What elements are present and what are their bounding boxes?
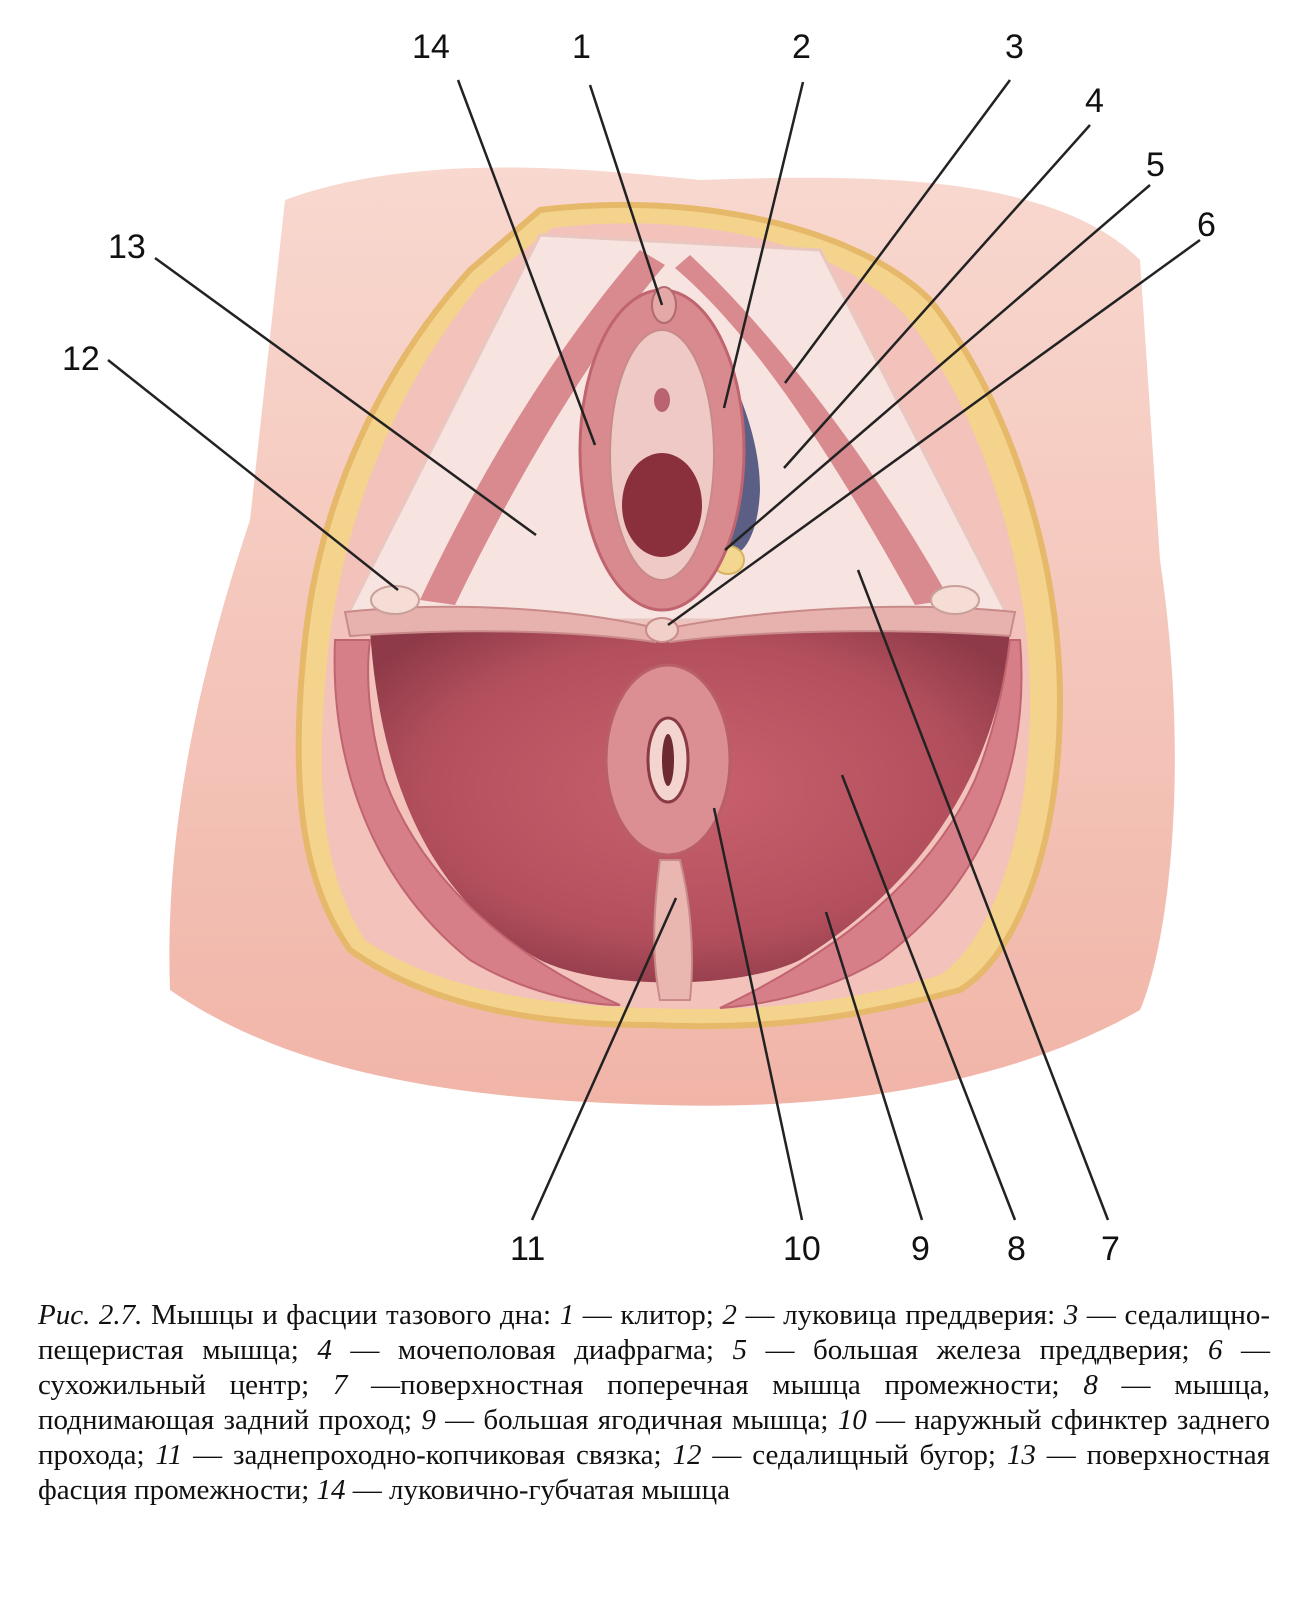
caption-text: седалищно-пещеристая мышца;: [38, 1299, 1271, 1366]
label-13: 13: [108, 228, 146, 266]
leader-5: [724, 184, 1151, 551]
label-1: 1: [572, 28, 591, 66]
caption-text: луковица преддверия:: [783, 1299, 1056, 1331]
label-2: 2: [792, 28, 811, 66]
leader-4: [783, 124, 1091, 469]
figure-caption: Рис. 2.7. Мышцы и фасции тазового дна: 1…: [38, 1299, 1271, 1506]
ischiocavernosus-right: [675, 255, 950, 605]
label-4: 4: [1085, 82, 1104, 120]
figure-svg: 1 2 3 4 5 6 7 8 9 10 11 12 13 14: [62, 28, 1216, 1268]
caption-num: 6: [1208, 1334, 1223, 1366]
anococcygeal-ligament: [653, 859, 693, 1001]
leader-2: [722, 81, 805, 409]
caption-num: 9: [421, 1404, 436, 1436]
leader-6: [667, 238, 1201, 627]
caption-text: седалищный бугор;: [752, 1439, 996, 1471]
leader-12: [107, 359, 399, 591]
leader-14: [456, 79, 597, 446]
caption-text: поверхностная поперечная мышца промежнос…: [400, 1369, 1060, 1401]
caption-num: 12: [672, 1439, 702, 1471]
caption-num: 5: [732, 1334, 748, 1366]
caption-text: клитор;: [620, 1299, 714, 1331]
caption-title: Мышцы и фасции тазового дна:: [151, 1299, 552, 1331]
leader-11: [530, 897, 678, 1221]
caption-text: наружный сфинктер заднего прохода;: [38, 1404, 1271, 1471]
transverse-perineal-left: [343, 605, 656, 644]
caption-text: большая железа преддверия;: [813, 1334, 1190, 1366]
caption-text: луковично-губчатая мышца: [389, 1474, 730, 1506]
caption-num: 8: [1083, 1369, 1098, 1401]
caption-num: 7: [332, 1369, 348, 1401]
caption-num: 14: [316, 1474, 346, 1506]
label-7: 7: [1101, 1230, 1120, 1268]
leader-7: [856, 569, 1110, 1221]
caption-num: 11: [155, 1439, 183, 1471]
label-10: 10: [783, 1230, 821, 1268]
anatomy-figure: 1 2 3 4 5 6 7 8 9 10 11 12 13 14: [62, 28, 1216, 1268]
caption-text: сухожильный центр;: [38, 1369, 310, 1401]
caption-fig-ref: Рис. 2.7.: [38, 1299, 143, 1331]
leader-1: [588, 84, 664, 306]
ischial-tuber-left: [370, 585, 420, 615]
label-8: 8: [1007, 1230, 1026, 1268]
label-3: 3: [1005, 28, 1024, 66]
leader-10: [712, 807, 804, 1221]
leader-13: [154, 256, 537, 537]
urethral-opening: [654, 388, 670, 412]
transverse-perineal-right: [669, 605, 1017, 644]
leader-9: [824, 911, 924, 1221]
caption-text: заднепроходно-копчиковая связка;: [233, 1439, 662, 1471]
leader-3: [783, 79, 1012, 384]
leader-lines: [107, 79, 1201, 1221]
caption-num: 10: [837, 1404, 867, 1436]
label-6: 6: [1197, 206, 1216, 244]
caption-text: мышца, поднимающая задний проход;: [38, 1369, 1271, 1436]
caption-num: 4: [317, 1334, 332, 1366]
caption-text: большая ягодичная мышца;: [483, 1404, 829, 1436]
label-11: 11: [510, 1230, 545, 1268]
leader-8: [840, 774, 1017, 1221]
label-9: 9: [911, 1230, 930, 1268]
caption-num: 1: [559, 1299, 575, 1331]
clitoris: [651, 286, 677, 324]
gluteus-right: [719, 639, 1023, 1009]
caption-num: 13: [1006, 1439, 1036, 1471]
anal-lumen: [662, 734, 674, 786]
caption-num: 2: [722, 1299, 737, 1331]
caption-text: мочеполовая диафрагма;: [397, 1334, 714, 1366]
gluteus-left: [333, 639, 621, 1006]
ischial-tuber-right: [930, 585, 980, 615]
vaginal-opening: [622, 453, 702, 557]
caption-num: 3: [1063, 1299, 1079, 1331]
label-12: 12: [62, 340, 100, 378]
label-14: 14: [412, 28, 450, 66]
label-5: 5: [1146, 146, 1165, 184]
caption-text: поверхностная фасция промежности;: [38, 1439, 1270, 1506]
